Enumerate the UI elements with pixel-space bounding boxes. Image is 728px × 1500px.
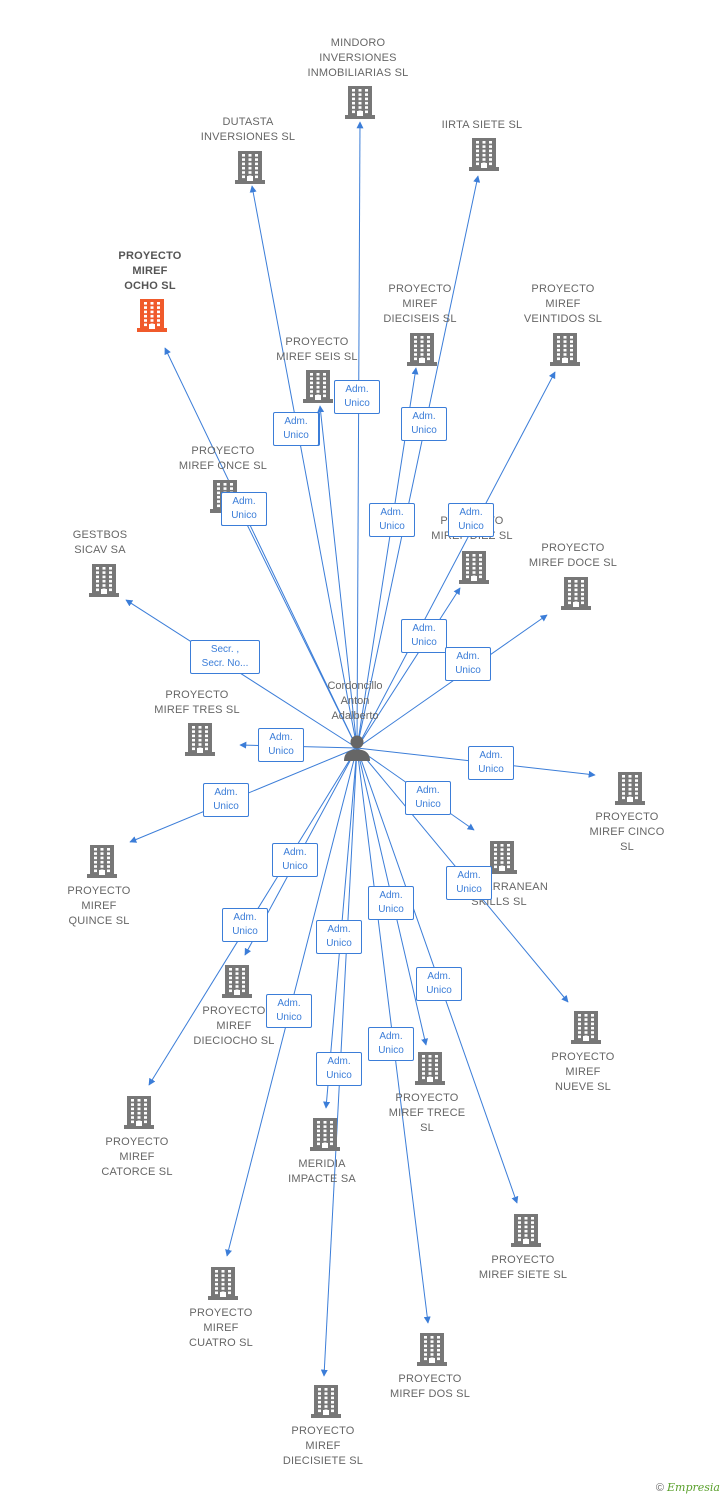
- edge-veintidos: [356, 371, 556, 749]
- company-label-gestbos[interactable]: GESTBOS SICAV SA: [72, 529, 128, 556]
- company-label-seis[interactable]: PROYECTO MIREF SEIS SL: [276, 336, 358, 363]
- building-icon[interactable]: [417, 1332, 447, 1366]
- building-icon[interactable]: [415, 1051, 445, 1085]
- building-icon[interactable]: [345, 85, 375, 119]
- edge-ocho: [164, 347, 358, 749]
- company-label-doce[interactable]: PROYECTO MIREF DOCE SL: [528, 542, 618, 569]
- relation-badge-meridia[interactable]: Adm. Unico: [316, 920, 362, 954]
- building-icon[interactable]: [407, 332, 437, 366]
- relation-badge-once[interactable]: Adm. Unico: [221, 492, 267, 526]
- edge-doce: [356, 614, 548, 749]
- company-label-ocho[interactable]: PROYECTO MIREF OCHO SL: [118, 250, 182, 292]
- company-label-diecisiete[interactable]: PROYECTO MIREF DIECISIETE SL: [282, 1425, 364, 1467]
- relation-badge-veintidos[interactable]: Adm. Unico: [448, 503, 494, 537]
- relation-badge-dieciocho[interactable]: Adm. Unico: [272, 843, 318, 877]
- relation-badge-gestbos[interactable]: Secr. , Secr. No...: [190, 640, 260, 674]
- building-icon[interactable]: [87, 844, 117, 878]
- company-label-mediterranean[interactable]: MEDITERRANEAN SKILLS SL: [450, 881, 548, 908]
- company-label-tres[interactable]: PROYECTO MIREF TRES SL: [154, 689, 240, 716]
- relation-badge-diecisiete[interactable]: Adm. Unico: [316, 1052, 362, 1086]
- company-label-cinco[interactable]: PROYECTO MIREF CINCO SL: [589, 811, 665, 853]
- edge-seis: [317, 405, 358, 749]
- relation-badge-mediterranean[interactable]: Adm. Unico: [405, 781, 451, 815]
- relation-badge-iirta[interactable]: Adm. Unico: [369, 503, 415, 537]
- relation-badge-nueve[interactable]: Adm. Unico: [446, 866, 492, 900]
- company-label-dos[interactable]: PROYECTO MIREF DOS SL: [389, 1373, 471, 1400]
- relation-badge-trece[interactable]: Adm. Unico: [368, 886, 414, 920]
- building-icon[interactable]: [222, 964, 252, 998]
- building-icon[interactable]: [469, 137, 499, 171]
- company-label-veintidos[interactable]: PROYECTO MIREF VEINTIDOS SL: [523, 283, 603, 325]
- relation-badge-dos[interactable]: Adm. Unico: [368, 1027, 414, 1061]
- company-label-dutasta[interactable]: DUTASTA INVERSIONES SL: [200, 116, 296, 143]
- building-icon[interactable]: [311, 1384, 341, 1418]
- relation-badge-quince[interactable]: Adm. Unico: [203, 783, 249, 817]
- relation-badge-mindoro[interactable]: Adm. Unico: [334, 380, 380, 414]
- company-label-siete[interactable]: PROYECTO MIREF SIETE SL: [478, 1254, 568, 1281]
- building-icon[interactable]: [185, 722, 215, 756]
- company-label-iirta[interactable]: IIRTA SIETE SL: [441, 119, 523, 131]
- relation-badge-cinco[interactable]: Adm. Unico: [468, 746, 514, 780]
- relation-badge-siete[interactable]: Adm. Unico: [416, 967, 462, 1001]
- company-label-dieciocho[interactable]: PROYECTO MIREF DIECIOCHO SL: [193, 1005, 275, 1047]
- building-icon[interactable]: [208, 1266, 238, 1300]
- building-icon[interactable]: [459, 550, 489, 584]
- relation-badge-dieciseis[interactable]: Adm. Unico: [401, 407, 447, 441]
- building-icon[interactable]: [561, 576, 591, 610]
- edge-diez: [356, 587, 461, 749]
- company-label-cuatro[interactable]: PROYECTO MIREF CUATRO SL: [189, 1307, 253, 1349]
- building-icon[interactable]: [615, 771, 645, 805]
- footer: © Empresia: [656, 1481, 720, 1494]
- building-icon[interactable]: [550, 332, 580, 366]
- relation-badge-tres[interactable]: Adm. Unico: [258, 728, 304, 762]
- relation-badge-doce[interactable]: Adm. Unico: [445, 647, 491, 681]
- company-label-trece[interactable]: PROYECTO MIREF TRECE SL: [388, 1092, 466, 1134]
- company-label-dieciseis[interactable]: PROYECTO MIREF DIECISEIS SL: [383, 283, 457, 325]
- copyright-symbol: ©: [655, 1482, 664, 1494]
- company-label-meridia[interactable]: MERIDIA IMPACTE SA: [288, 1158, 356, 1185]
- building-icon[interactable]: [511, 1213, 541, 1247]
- edge-once: [229, 489, 358, 749]
- relation-badge-seis[interactable]: Adm. Unico: [273, 412, 319, 446]
- edge-dutasta: [249, 185, 358, 749]
- edge-mindoro: [356, 121, 364, 749]
- building-icon[interactable]: [571, 1010, 601, 1044]
- company-label-catorce[interactable]: PROYECTO MIREF CATORCE SL: [101, 1136, 173, 1178]
- relation-badge-catorce[interactable]: Adm. Unico: [222, 908, 268, 942]
- building-icon[interactable]: [124, 1095, 154, 1129]
- building-icon[interactable]: [303, 369, 333, 403]
- building-icon[interactable]: [137, 298, 167, 332]
- building-icon[interactable]: [235, 150, 265, 184]
- person-icon[interactable]: [342, 733, 372, 763]
- company-label-once[interactable]: PROYECTO MIREF ONCE SL: [178, 445, 268, 472]
- edge-iirta: [356, 175, 481, 749]
- person-name[interactable]: Cordoncillo Anton Adalberto: [327, 680, 383, 722]
- company-label-quince[interactable]: PROYECTO MIREF QUINCE SL: [67, 885, 131, 927]
- brand-logo[interactable]: Empresia: [667, 1481, 720, 1494]
- relation-badge-cuatro[interactable]: Adm. Unico: [266, 994, 312, 1028]
- building-icon[interactable]: [310, 1117, 340, 1151]
- building-icon[interactable]: [89, 563, 119, 597]
- company-label-nueve[interactable]: PROYECTO MIREF NUEVE SL: [551, 1051, 615, 1093]
- company-label-mindoro[interactable]: MINDORO INVERSIONES INMOBILIARIAS SL: [307, 37, 409, 79]
- building-icon[interactable]: [487, 840, 517, 874]
- edge-gestbos: [125, 599, 358, 749]
- relation-badge-diez[interactable]: Adm. Unico: [401, 619, 447, 653]
